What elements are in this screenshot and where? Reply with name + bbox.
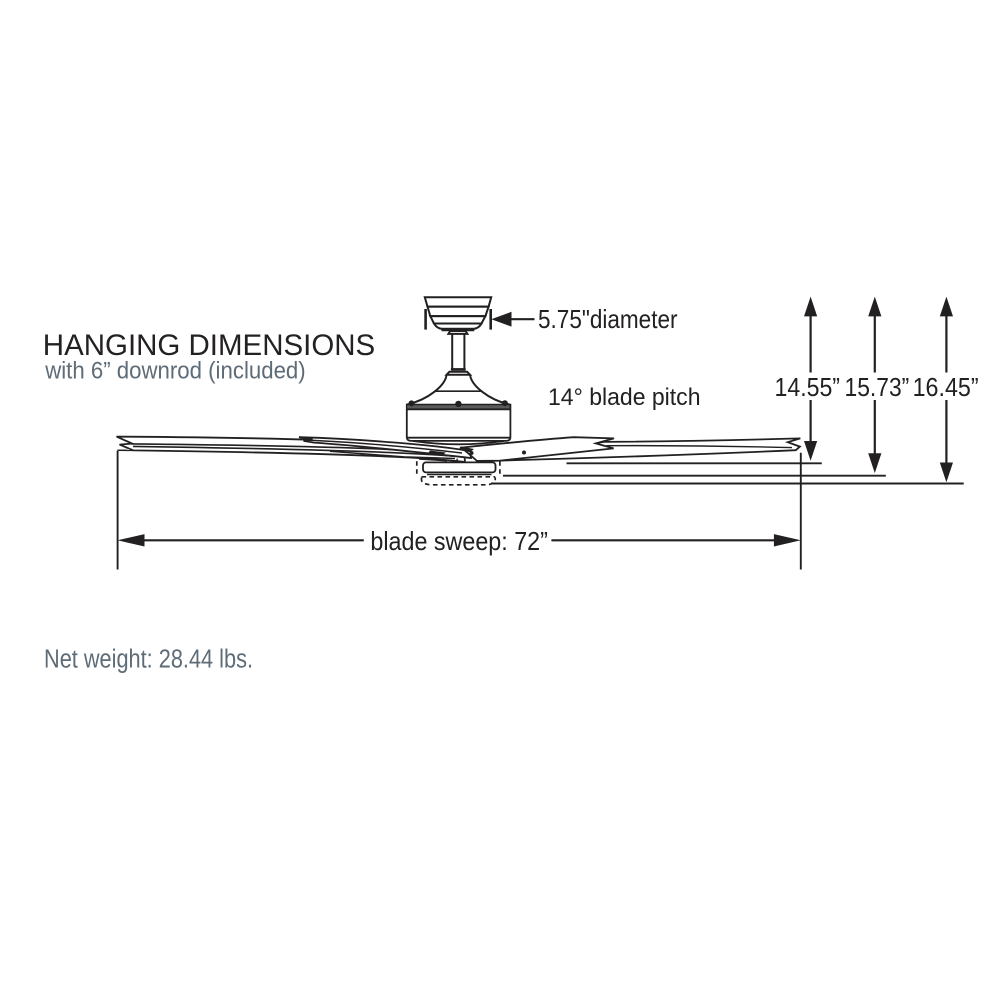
svg-text:15.73”: 15.73”: [845, 374, 910, 402]
svg-text:14° blade pitch: 14° blade pitch: [548, 384, 701, 411]
svg-text:14.55”: 14.55”: [775, 374, 841, 402]
svg-text:5.75"diameter: 5.75"diameter: [538, 304, 678, 334]
svg-text:HANGING DIMENSIONS: HANGING DIMENSIONS: [43, 329, 375, 362]
svg-text:with 6” downrod (included): with 6” downrod (included): [44, 357, 305, 384]
svg-text:blade sweep: 72”: blade sweep: 72”: [370, 526, 548, 556]
svg-text:Net weight: 28.44 lbs.: Net weight: 28.44 lbs.: [44, 645, 253, 673]
svg-text:16.45”: 16.45”: [913, 374, 979, 402]
